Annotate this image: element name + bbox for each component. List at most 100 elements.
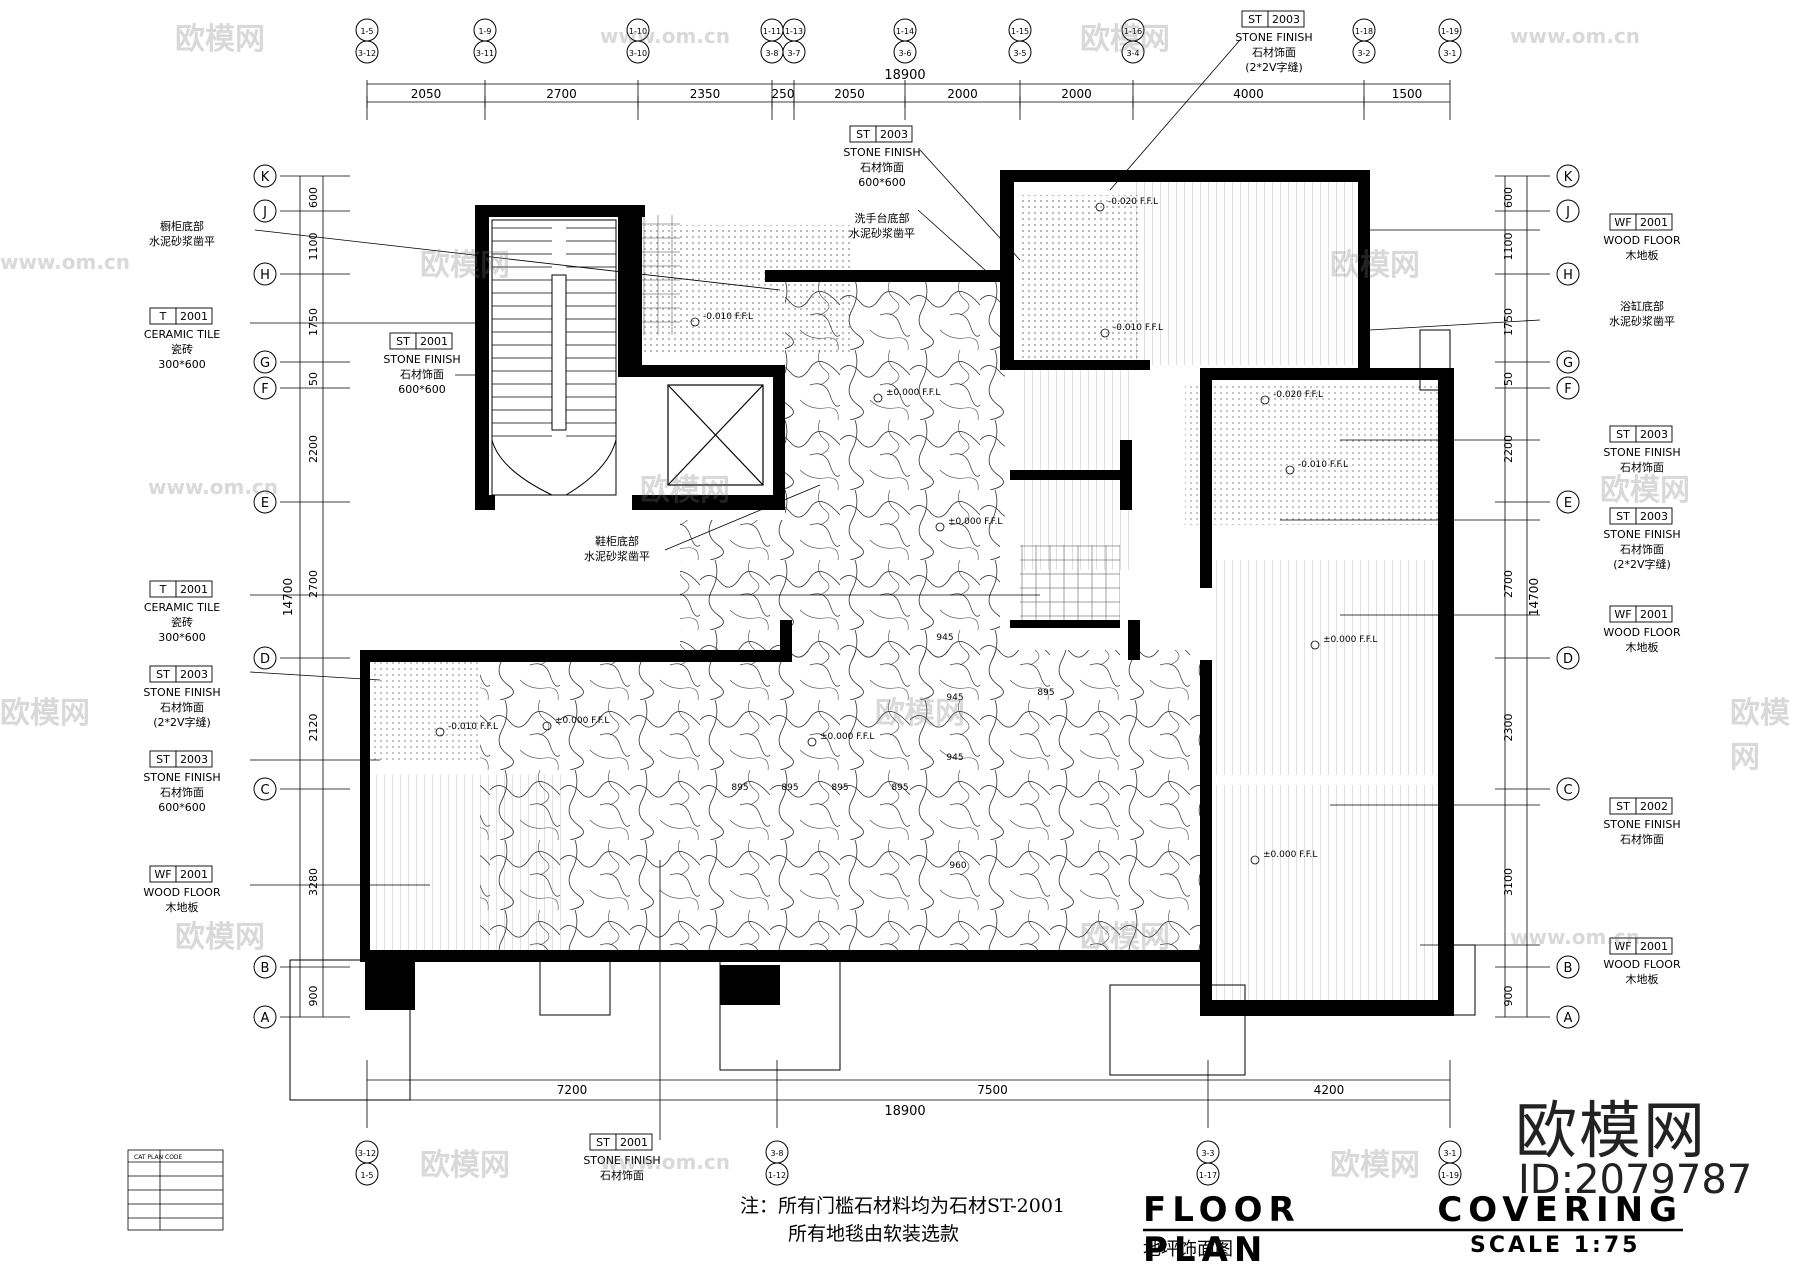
tag-line: 水泥砂浆凿平 (584, 549, 650, 563)
axis-label-right: H (1563, 268, 1573, 283)
dim-part-right: 900 (1502, 986, 1515, 1007)
axis-label-top: 3-12 (358, 49, 376, 58)
tile-dimension-label: 895 (781, 783, 798, 793)
watermark-brand: 欧模网 (1330, 1148, 1420, 1183)
tile-dimension-label: 945 (946, 693, 963, 703)
watermark-brand: 欧模网 (1330, 248, 1420, 283)
tag-number: 2003 (880, 128, 908, 141)
tag-code: WF (1614, 216, 1631, 229)
watermark-brand: 欧模网 (1730, 696, 1790, 775)
tag-line: 木地板 (1626, 972, 1659, 986)
axis-label-top: 1-16 (1124, 27, 1142, 36)
watermark-brand: 欧模网 (875, 696, 965, 731)
watermark-brand: 欧模网 (1600, 473, 1690, 508)
axis-label-top: 1-13 (785, 27, 803, 36)
note-line-1: 注：所有门槛石材料均为石材ST-2001 (740, 1195, 1066, 1217)
tile-dimension-label: 895 (891, 783, 908, 793)
dim-part-bottom: 7200 (557, 1083, 588, 1097)
axis-label-bottom: 1-12 (768, 1171, 786, 1180)
axis-label-left: A (261, 1011, 270, 1026)
tag-number-box (875, 125, 913, 143)
watermark-brand: 欧模网 (175, 920, 265, 955)
axis-bubble (1121, 40, 1145, 64)
tag-line: WOOD FLOOR (1603, 626, 1681, 639)
dim-part-top: 2050 (834, 87, 865, 101)
tag-code: ST (156, 753, 170, 766)
axis-bubble (1008, 40, 1032, 64)
axis-bubble (253, 490, 277, 514)
staircase (491, 219, 617, 496)
axis-label-top: 3-11 (476, 49, 494, 58)
tag-code: ST (1616, 800, 1630, 813)
axis-label-top: 3-5 (1013, 49, 1026, 58)
tag-number-box (1635, 605, 1673, 623)
tag-code: ST (856, 128, 870, 141)
tag-number-box (1635, 425, 1673, 443)
tag-line: 水泥砂浆凿平 (149, 234, 215, 248)
tag-line: STONE FINISH (583, 1154, 660, 1167)
axis-label-bottom: 3-12 (358, 1149, 376, 1158)
axis-label-top: 3-6 (898, 49, 911, 58)
tag-number-box (1267, 10, 1305, 28)
tag-code: ST (1616, 510, 1630, 523)
tag-line: 300*600 (158, 358, 206, 371)
dim-total-bottom: 18900 (884, 1104, 925, 1119)
walls (360, 170, 1454, 1016)
tile-dimension-label: 945 (936, 633, 953, 643)
axis-label-left: C (260, 783, 269, 798)
tag-number-box (175, 665, 213, 683)
axis-label-right: A (1564, 1011, 1573, 1026)
sheet-scale: SCALE 1:75 (1470, 1233, 1641, 1258)
dim-total-right: 14700 (1527, 578, 1541, 616)
tag-number-box (1635, 937, 1673, 955)
tag-line: (2*2V字缝) (153, 715, 211, 729)
tag-line: CERAMIC TILE (144, 601, 220, 614)
tag-number: 2001 (1640, 940, 1668, 953)
axis-label-bottom: 1-19 (1441, 1171, 1459, 1180)
dim-part-left: 2120 (307, 714, 320, 742)
tile-dimension-label: 895 (731, 783, 748, 793)
axis-label-left: D (260, 652, 270, 667)
dim-part-right: 50 (1502, 372, 1515, 386)
watermark-site: www.om.cn (600, 24, 731, 48)
tag-number: 2001 (180, 583, 208, 596)
axis-bubble (253, 777, 277, 801)
axis-label-right: B (1564, 961, 1573, 976)
floor-finishes (370, 175, 1445, 1000)
dim-part-bottom: 7500 (977, 1083, 1008, 1097)
watermark-site: www.om.cn (1510, 925, 1641, 949)
axis-bubble (253, 955, 277, 979)
dim-total-top: 18900 (884, 68, 925, 83)
watermark-brand: 欧模网 (1080, 22, 1170, 57)
tag-number: 2001 (1640, 608, 1668, 621)
axis-bubble (1438, 1162, 1462, 1186)
dim-part-top: 1500 (1392, 87, 1423, 101)
axis-label-top: 1-15 (1011, 27, 1029, 36)
tag-code: WF (154, 868, 171, 881)
axis-label-top: 3-1 (1443, 49, 1456, 58)
dim-part-left: 2700 (307, 570, 320, 598)
axis-label-top: 1-19 (1441, 27, 1459, 36)
tile-dimension-label: 895 (1037, 688, 1054, 698)
level-label: ±0.000 F.F.L (555, 716, 609, 726)
axis-label-right: D (1563, 652, 1573, 667)
dim-part-left: 3280 (307, 868, 320, 896)
dim-part-left: 50 (307, 372, 320, 386)
elevator-shaft (667, 384, 764, 486)
tag-number: 2003 (1640, 510, 1668, 523)
axis-bubble (1556, 777, 1580, 801)
tag-line: 石材饰面 (1620, 832, 1664, 846)
axis-label-top: 1-11 (763, 27, 781, 36)
